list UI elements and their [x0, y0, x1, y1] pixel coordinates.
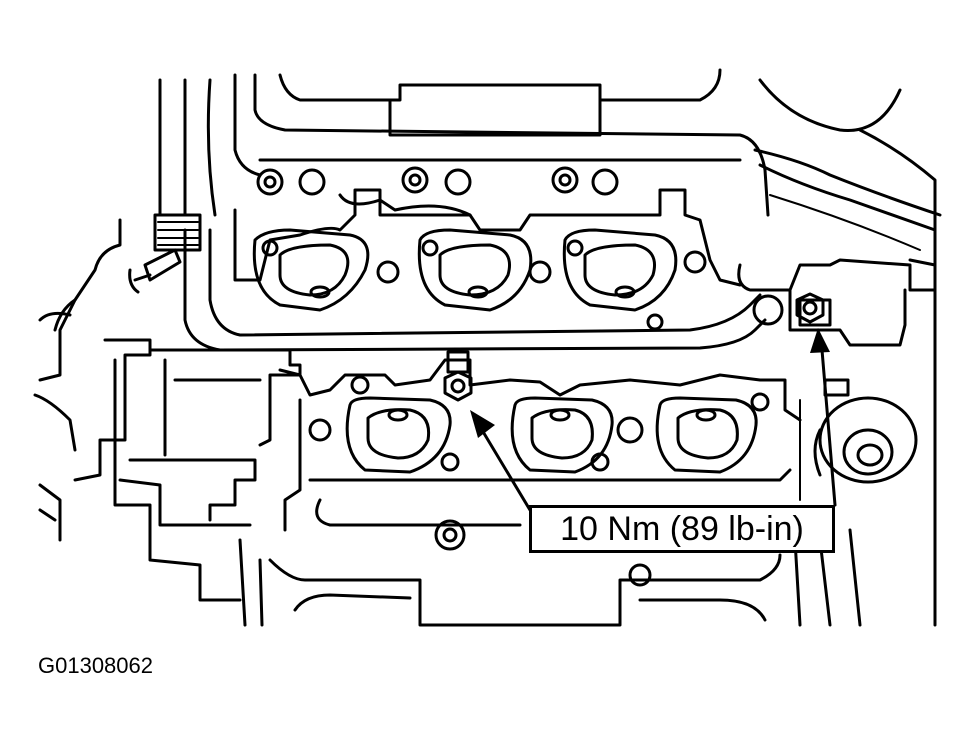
- pointer-arrow-icon: [470, 410, 532, 512]
- engine-block-outline: [158, 68, 942, 627]
- torque-spec-callout: 10 Nm (89 lb-in): [529, 505, 835, 553]
- lower-manifold: [238, 358, 862, 627]
- figure-id: G01308062: [38, 653, 153, 678]
- left-cover: [33, 218, 302, 602]
- hex-bolt-icon: [795, 292, 825, 324]
- crossover-pipe: [128, 213, 767, 352]
- pointer-arrow-icon: [810, 328, 837, 507]
- hex-bolt-icon: [443, 350, 473, 402]
- upper-manifold: [233, 158, 742, 331]
